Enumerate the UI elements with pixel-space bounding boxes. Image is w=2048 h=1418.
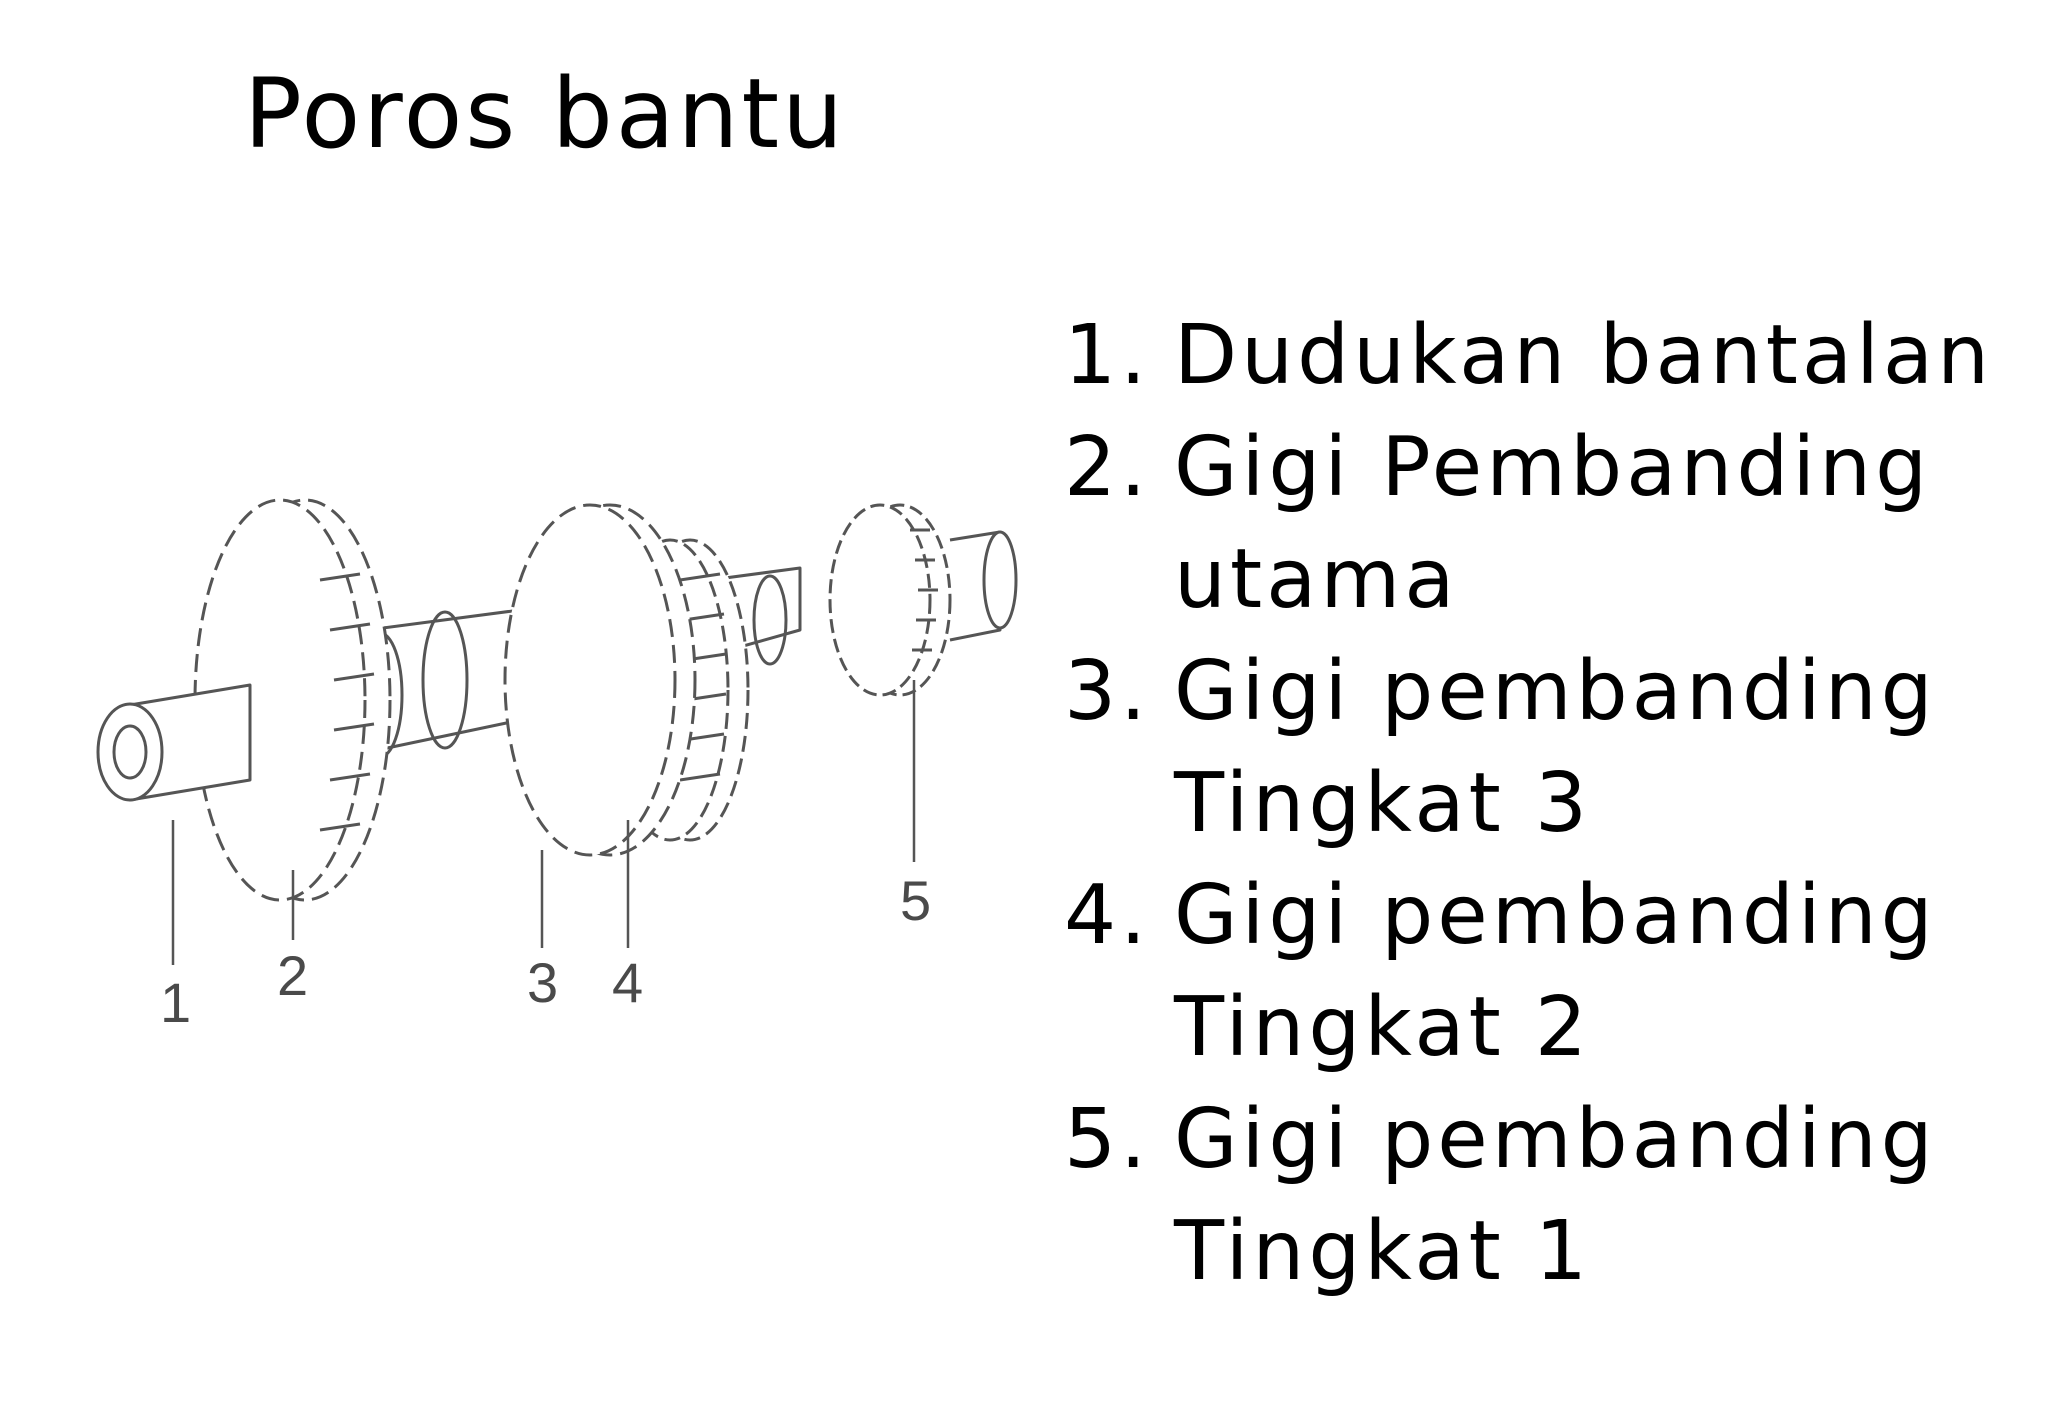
legend-number: 2. [1064, 420, 1151, 515]
callout-4: 4 [612, 951, 643, 1014]
callout-5: 5 [900, 869, 931, 932]
gear-tingkat-1 [828, 503, 952, 697]
legend-item: 1. Dudukan bantalan [1064, 300, 2024, 412]
legend-item: 4. Gigi pembanding Tingkat 2 [1064, 860, 2024, 1084]
countershaft-illustration: 1 2 3 4 5 [96, 498, 1018, 1034]
legend-text: Gigi pembanding Tingkat 3 [1174, 644, 1937, 851]
bearing-seat [96, 683, 252, 802]
legend-text: Gigi pembanding Tingkat 2 [1174, 868, 1937, 1075]
legend-item: 5. Gigi pembanding Tingkat 1 [1064, 1084, 2024, 1308]
gear-tingkat-3 [503, 503, 697, 857]
callout-2: 2 [277, 944, 308, 1007]
legend-number: 5. [1064, 1092, 1151, 1187]
parts-legend: 1. Dudukan bantalan 2. Gigi Pembanding u… [1064, 300, 2024, 1308]
legend-text: Dudukan bantalan [1174, 308, 1994, 403]
legend-item: 3. Gigi pembanding Tingkat 3 [1064, 636, 2024, 860]
gear-pembanding-utama [193, 498, 392, 902]
slide-title: Poros bantu [244, 58, 846, 170]
legend-number: 4. [1064, 868, 1151, 963]
callout-1: 1 [160, 971, 191, 1034]
callout-3: 3 [527, 951, 558, 1014]
legend-number: 3. [1064, 644, 1151, 739]
legend-text: Gigi Pembanding utama [1174, 420, 1932, 627]
legend-number: 1. [1064, 308, 1151, 403]
legend-text: Gigi pembanding Tingkat 1 [1174, 1092, 1937, 1299]
legend-item: 2. Gigi Pembanding utama [1064, 412, 2024, 636]
